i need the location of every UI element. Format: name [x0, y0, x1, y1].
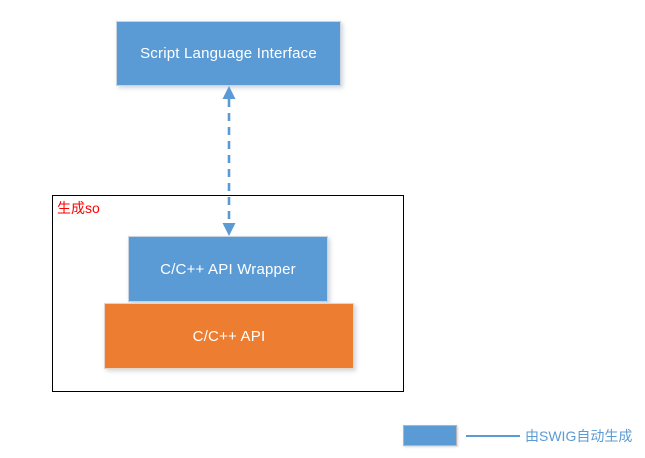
group-container-generated-so: 生成so: [52, 195, 404, 392]
legend-blue-swatch: [403, 425, 457, 446]
legend: 由SWIG自动生成: [403, 424, 638, 448]
node-script-language-interface: Script Language Interface: [116, 21, 341, 86]
dashed-double-arrow-connector: [222, 86, 236, 236]
node-script-language-interface-label: Script Language Interface: [140, 45, 317, 62]
group-container-label: 生成so: [57, 200, 100, 216]
legend-line: [466, 435, 520, 437]
node-c-cpp-api-label: C/C++ API: [192, 327, 266, 345]
node-c-cpp-api-wrapper: C/C++ API Wrapper: [128, 236, 328, 302]
node-c-cpp-api-wrapper-label: C/C++ API Wrapper: [160, 260, 296, 278]
arrowhead-up-icon: [222, 86, 236, 99]
legend-label: 由SWIG自动生成: [525, 428, 633, 444]
node-c-cpp-api: C/C++ API: [104, 303, 354, 369]
arrowhead-down-icon: [222, 223, 236, 236]
